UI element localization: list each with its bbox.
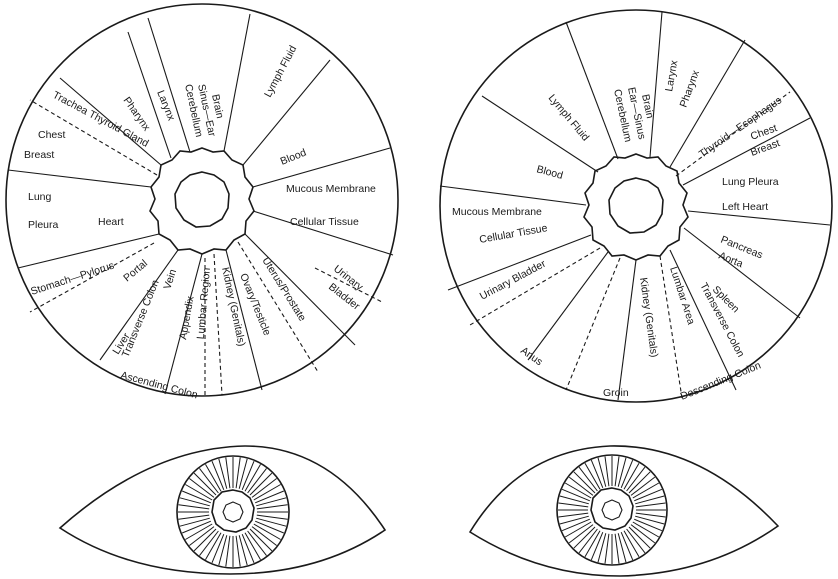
- iris-spoke: [605, 457, 609, 487]
- left-label-lumbar-region: Lumbar Region: [195, 267, 213, 340]
- left-label-portal: Portal: [121, 257, 150, 284]
- iris-spoke: [615, 534, 619, 564]
- iris-spoke: [180, 518, 210, 526]
- right-label-lung-pleura: Lung Pleura: [722, 176, 779, 188]
- iris-spoke: [180, 498, 210, 506]
- left-iris-chart: Brain Sinus—Ear Cerebellum Larynx Pharyn…: [6, 4, 398, 401]
- left-pupil-ring: [150, 148, 254, 254]
- right-label-descending-colon: Descending Colon: [679, 359, 763, 402]
- right-label-lumbar-area: Lumbar Area: [667, 265, 697, 326]
- iris-spoke: [179, 505, 210, 509]
- iris-spoke: [560, 496, 589, 504]
- right-label-mucous-membrane: Mucous Membrane: [452, 206, 542, 218]
- right-inner-ring: [609, 178, 663, 233]
- right-label-lymph-fluid: Lymph Fluid: [546, 92, 592, 143]
- iris-spoke: [256, 518, 286, 526]
- left-eye-pupil-ring: [212, 490, 254, 532]
- left-label-pleura: Pleura: [28, 219, 59, 231]
- iris-spoke: [239, 535, 247, 565]
- iris-spoke: [615, 457, 619, 487]
- right-iris-chart: Brain Ear—Sinus Cerebellum Larynx Pharyn…: [440, 10, 832, 403]
- left-label-cellular-tissue: Cellular Tissue: [290, 216, 359, 228]
- right-pupil-ring: [584, 154, 688, 260]
- left-inner-ring: [175, 172, 229, 227]
- left-label-breast: Breast: [24, 149, 54, 161]
- iris-spoke: [236, 458, 240, 489]
- right-label-groin: Groin: [603, 387, 629, 399]
- iris-spoke: [559, 503, 589, 507]
- iris-spoke: [257, 505, 288, 509]
- left-label-uterus-prostate: Uterus/Prostate: [259, 255, 308, 323]
- iris-spoke: [226, 458, 230, 489]
- iris-spoke: [605, 534, 609, 564]
- iris-spoke: [226, 536, 230, 567]
- right-label-cellular-tissue: Cellular Tissue: [478, 222, 548, 246]
- left-iris-spokes: [178, 457, 288, 567]
- right-eye-pupil: [602, 500, 622, 520]
- iris-spoke: [598, 533, 606, 562]
- left-label-heart: Heart: [98, 216, 124, 228]
- right-label-urinary-bladder: Urinary Bladder: [478, 258, 548, 303]
- right-iris-spokes: [558, 456, 666, 564]
- right-label-blood: Blood: [535, 163, 564, 182]
- left-label-blood: Blood: [279, 147, 309, 168]
- iris-spoke: [236, 536, 240, 567]
- left-eye-outline: [60, 446, 385, 574]
- right-label-kidney-genitals: Kidney (Genitals): [637, 277, 660, 358]
- iris-spoke: [559, 513, 589, 517]
- right-eye-pupil-ring: [591, 488, 633, 530]
- right-label-larynx: Larynx: [663, 59, 680, 93]
- iris-spoke: [635, 516, 664, 524]
- left-label-vein: Vein: [161, 268, 179, 291]
- iris-spoke: [636, 503, 666, 507]
- right-label-left-heart: Left Heart: [722, 201, 768, 213]
- iris-spoke: [618, 533, 626, 562]
- iris-spoke: [618, 458, 626, 487]
- left-eye-pupil: [223, 502, 243, 522]
- iris-spoke: [598, 458, 606, 487]
- iris-spoke: [257, 515, 288, 519]
- left-label-lymph-fluid: Lymph Fluid: [262, 43, 299, 99]
- iris-spoke: [219, 535, 227, 565]
- iris-spoke: [636, 513, 666, 517]
- left-eye-illustration: [60, 446, 385, 574]
- iris-spoke: [219, 459, 227, 489]
- right-label-pharynx: Pharynx: [678, 68, 703, 109]
- left-label-lung: Lung: [28, 191, 52, 203]
- iris-spoke: [239, 459, 247, 489]
- left-label-stomach-pylorus: Stomach—Pylorus: [29, 260, 115, 298]
- right-eye-illustration: [470, 446, 778, 576]
- iris-spoke: [635, 496, 664, 504]
- left-label-chest: Chest: [38, 129, 66, 141]
- iris-spoke: [179, 515, 210, 519]
- left-label-mucous-membrane: Mucous Membrane: [286, 183, 376, 195]
- iris-spoke: [256, 498, 286, 506]
- left-label-ascending-colon: Ascending Colon: [119, 369, 199, 401]
- left-label-appendix: Appendix: [177, 295, 197, 341]
- iris-spoke: [560, 516, 589, 524]
